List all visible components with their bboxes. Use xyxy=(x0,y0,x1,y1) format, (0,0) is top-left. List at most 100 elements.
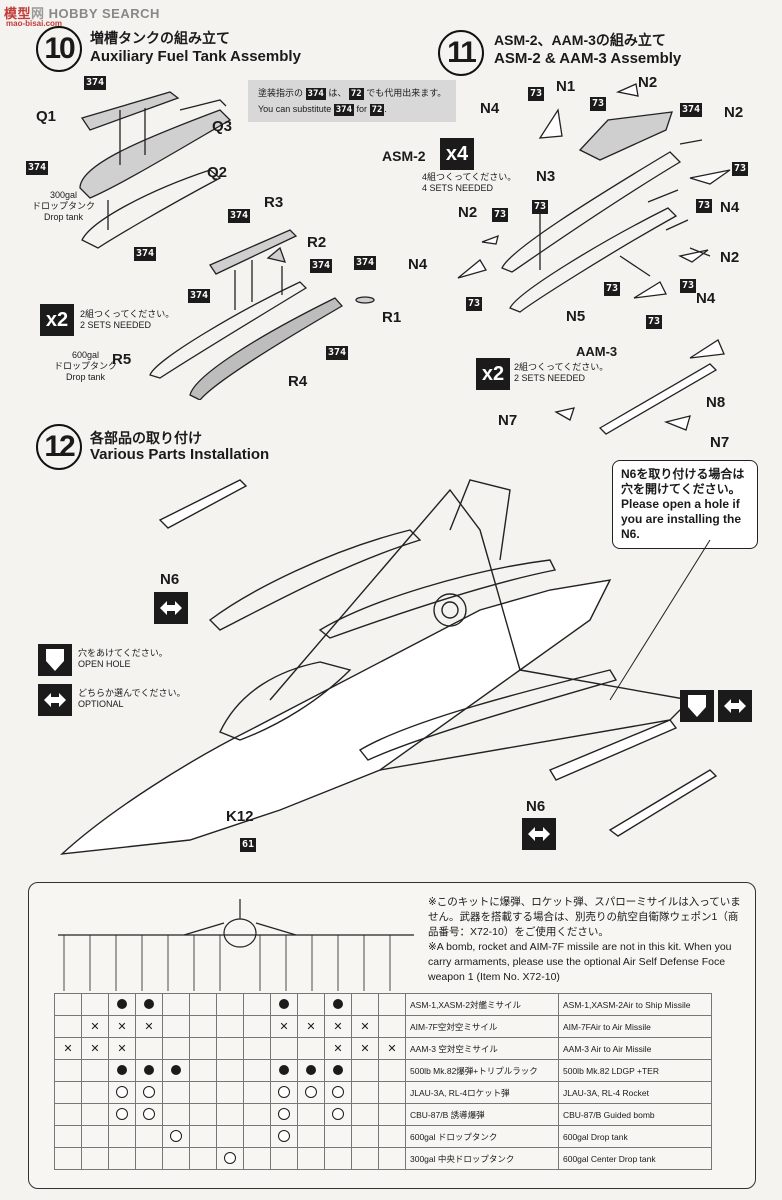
station-cell xyxy=(216,1037,244,1060)
paint-badge: 61 xyxy=(240,838,257,852)
station-cell xyxy=(378,993,406,1016)
paint-badge: 73 xyxy=(528,87,545,101)
station-cell xyxy=(270,1059,298,1082)
step-12-title-ja: 各部品の取り付け xyxy=(90,430,202,446)
station-cell xyxy=(189,1015,217,1038)
bomb-mark-icon xyxy=(279,998,289,1009)
quantity-badge: x2 xyxy=(40,304,74,336)
station-cell xyxy=(378,1015,406,1038)
station-cell: ✕ xyxy=(108,1015,136,1038)
station-cell xyxy=(243,1147,271,1170)
station-cell xyxy=(378,1147,406,1170)
armament-name-en: 600gal Drop tank xyxy=(558,1125,712,1148)
part-label-r1: R1 xyxy=(382,309,402,326)
armament-note: ※このキットに爆弾、ロケット弾、スパローミサイルは入っていません。武器を搭載する… xyxy=(428,896,741,983)
station-cell: ✕ xyxy=(324,1015,352,1038)
pod-mark-icon xyxy=(332,1085,344,1098)
quantity-text: 2組つくってください。2 SETS NEEDED xyxy=(80,309,175,330)
station-cell xyxy=(243,1059,271,1082)
part-label-n4: N4 xyxy=(480,100,500,117)
station-cell xyxy=(216,993,244,1016)
armament-name-en: JLAU-3A, RL-4 Rocket xyxy=(558,1081,712,1104)
pod-mark-icon xyxy=(278,1085,290,1098)
part-label-n2: N2 xyxy=(638,74,658,91)
station-cell xyxy=(81,993,109,1016)
bomb-mark-icon xyxy=(306,1064,316,1075)
missile-mark-icon: ✕ xyxy=(144,1020,154,1033)
step-10-number: 10 xyxy=(36,26,82,72)
missile-mark-icon: ✕ xyxy=(360,1042,370,1055)
front-view-drawing xyxy=(58,899,414,991)
pod-mark-icon xyxy=(224,1151,236,1164)
asm2-drawing xyxy=(457,83,731,313)
station-cell: ✕ xyxy=(324,1037,352,1060)
station-cell xyxy=(378,1081,406,1104)
aam3-quantity-badge: x2 xyxy=(476,358,510,390)
asm2-label: ASM-2 xyxy=(382,148,426,164)
paint-badge: 73 xyxy=(590,97,607,111)
missile-mark-icon: ✕ xyxy=(117,1020,127,1033)
optional-icon xyxy=(718,690,752,722)
station-cell: ✕ xyxy=(108,1037,136,1060)
paint-badge: 374 xyxy=(188,289,211,303)
station-cell xyxy=(162,1147,190,1170)
station-cell xyxy=(108,1059,136,1082)
station-cell: ✕ xyxy=(81,1037,109,1060)
station-cell xyxy=(135,993,163,1016)
station-cell: ✕ xyxy=(378,1037,406,1060)
bomb-mark-icon xyxy=(144,1064,154,1075)
paint-badge: 73 xyxy=(680,279,697,293)
armament-name-ja: 600gal ドロップタンク xyxy=(405,1125,559,1148)
station-cell xyxy=(270,1125,298,1148)
station-cell xyxy=(108,993,136,1016)
armament-name-ja: 300gal 中央ドロップタンク xyxy=(405,1147,559,1170)
station-cell xyxy=(216,1125,244,1148)
legend-open-hole: 穴をあけてください。OPEN HOLE xyxy=(78,648,168,669)
part-label-n7: N7 xyxy=(498,412,518,429)
paint-badge: 73 xyxy=(732,162,749,176)
aam3-drawing xyxy=(554,339,725,435)
station-cell xyxy=(351,1125,379,1148)
pod-mark-icon xyxy=(332,1107,344,1120)
aam3-label: AAM-3 xyxy=(576,344,618,359)
station-cell: ✕ xyxy=(54,1037,82,1060)
part-label-k12: K12 xyxy=(226,808,254,825)
station-cell xyxy=(324,993,352,1016)
pod-mark-icon xyxy=(278,1129,290,1142)
station-cell xyxy=(324,1059,352,1082)
part-label-n3: N3 xyxy=(536,168,556,185)
station-cell xyxy=(270,993,298,1016)
step-12-number: 12 xyxy=(36,424,82,470)
paint-badge: 73 xyxy=(466,297,483,311)
part-label-n8: N8 xyxy=(706,394,726,411)
armament-name-en: AAM-3 Air to Air Missile xyxy=(558,1037,712,1060)
step-12-title-en: Various Parts Installation xyxy=(90,446,270,463)
station-cell xyxy=(81,1125,109,1148)
station-cell xyxy=(324,1125,352,1148)
part-label-q1: Q1 xyxy=(36,108,57,125)
station-cell xyxy=(270,1147,298,1170)
station-cell xyxy=(135,1103,163,1126)
paint-badge: 374 xyxy=(228,209,251,223)
bomb-mark-icon xyxy=(279,1064,289,1075)
station-cell xyxy=(135,1059,163,1082)
bomb-mark-icon xyxy=(171,1064,181,1075)
station-cell xyxy=(297,993,325,1016)
missile-mark-icon: ✕ xyxy=(90,1020,100,1033)
step-11-title-ja: ASM-2、AAM-3の組み立て xyxy=(494,32,666,48)
station-cell xyxy=(351,993,379,1016)
station-cell xyxy=(378,1059,406,1082)
armament-name-ja: AAM-3 空対空ミサイル xyxy=(405,1037,559,1060)
station-cell xyxy=(54,1081,82,1104)
station-cell xyxy=(216,1015,244,1038)
station-cell xyxy=(216,1059,244,1082)
paint-badge: 374 xyxy=(326,346,349,360)
station-cell xyxy=(189,1147,217,1170)
paint-badge: 374 xyxy=(354,256,377,270)
step-11-number: 11 xyxy=(438,30,484,76)
station-cell xyxy=(324,1103,352,1126)
paint-badge: 73 xyxy=(492,208,509,222)
